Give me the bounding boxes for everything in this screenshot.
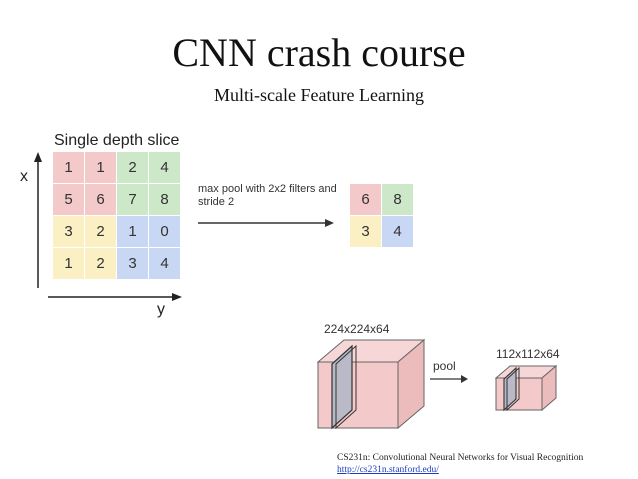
output-grid: 6 8 3 4 bbox=[350, 184, 414, 248]
output-cell: 8 bbox=[382, 184, 414, 216]
output-volume bbox=[494, 364, 558, 412]
input-cell: 1 bbox=[85, 152, 117, 184]
input-cell: 2 bbox=[117, 152, 149, 184]
volume-arrow-head bbox=[461, 375, 468, 383]
input-cell: 6 bbox=[85, 184, 117, 216]
input-cell: 4 bbox=[149, 248, 181, 280]
input-cell: 2 bbox=[85, 216, 117, 248]
output-cell: 3 bbox=[350, 216, 382, 248]
input-cell: 5 bbox=[53, 184, 85, 216]
x-axis-label: x bbox=[20, 168, 28, 185]
x-axis-arrowhead bbox=[34, 152, 42, 162]
slice-title: Single depth slice bbox=[54, 132, 180, 149]
input-cell: 4 bbox=[149, 152, 181, 184]
y-axis-arrowhead bbox=[172, 293, 182, 301]
input-cell: 3 bbox=[53, 216, 85, 248]
input-cell: 3 bbox=[117, 248, 149, 280]
pool-arrow-head bbox=[325, 219, 334, 227]
input-volume-label: 224x224x64 bbox=[324, 322, 390, 336]
volume-pool-label: pool bbox=[433, 359, 456, 373]
y-axis-label: y bbox=[157, 301, 165, 318]
input-grid: 1 1 2 4 5 6 7 8 3 2 1 0 1 2 3 4 bbox=[53, 152, 181, 280]
input-cell: 7 bbox=[117, 184, 149, 216]
slide-subtitle: Multi-scale Feature Learning bbox=[214, 85, 424, 105]
input-cell: 2 bbox=[85, 248, 117, 280]
input-cell: 8 bbox=[149, 184, 181, 216]
input-cell: 1 bbox=[53, 248, 85, 280]
pool-operation-label: max pool with 2x2 filters and stride 2 bbox=[198, 183, 337, 208]
credit: CS231n: Convolutional Neural Networks fo… bbox=[337, 452, 583, 476]
slide-title: CNN crash course bbox=[172, 30, 466, 75]
credit-link[interactable]: http://cs231n.stanford.edu/ bbox=[337, 465, 439, 475]
output-cell: 4 bbox=[382, 216, 414, 248]
output-volume-label: 112x112x64 bbox=[496, 347, 560, 361]
input-cell: 0 bbox=[149, 216, 181, 248]
credit-text: CS231n: Convolutional Neural Networks fo… bbox=[337, 453, 584, 463]
input-cell: 1 bbox=[117, 216, 149, 248]
output-cell: 6 bbox=[350, 184, 382, 216]
input-volume bbox=[316, 338, 426, 430]
input-cell: 1 bbox=[53, 152, 85, 184]
